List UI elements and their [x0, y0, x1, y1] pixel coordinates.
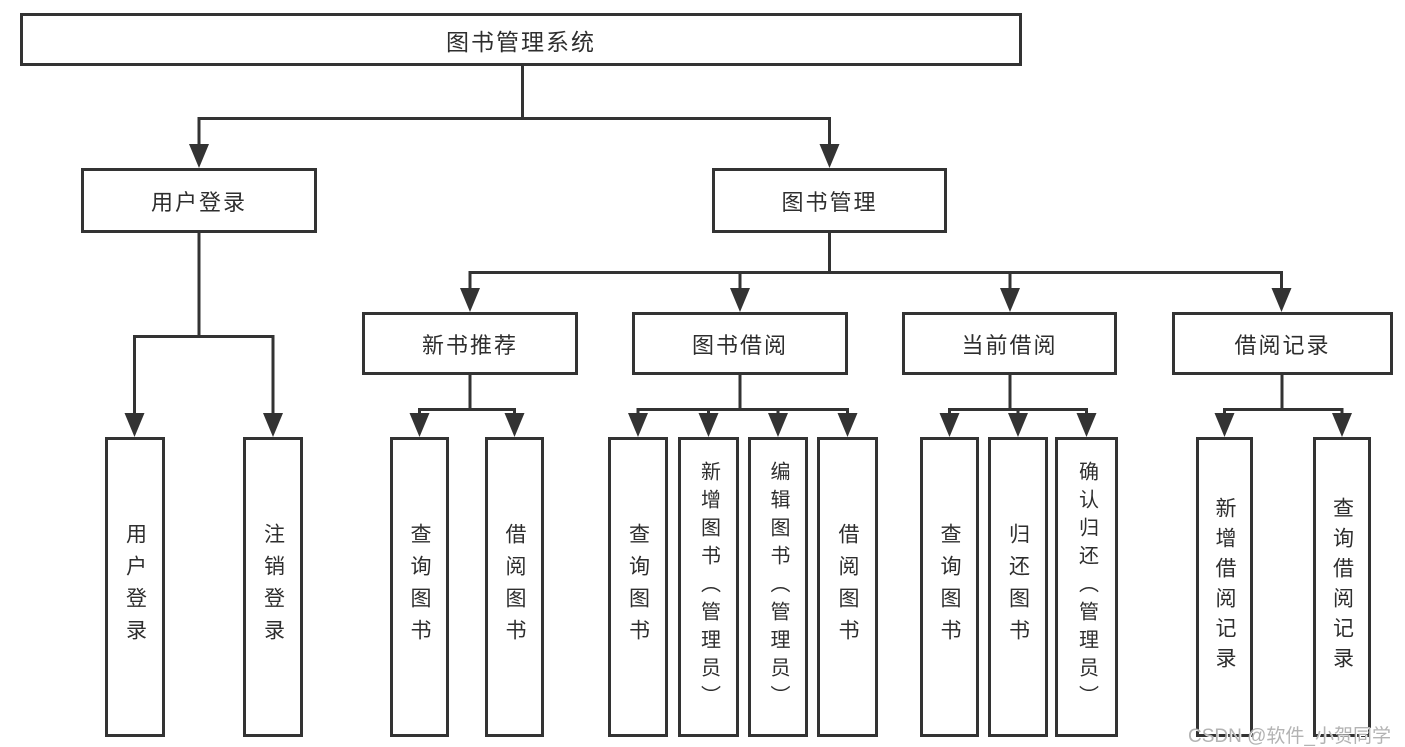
node-label: 用户登录 — [150, 189, 247, 215]
leaf-logout: 注销登录 — [243, 437, 303, 737]
arrow-down-icon — [698, 413, 719, 437]
arrow-down-icon — [768, 413, 788, 437]
arrow-down-icon — [1271, 288, 1292, 312]
leaf-label: 确认归还（管理员） — [1075, 461, 1098, 713]
node-book-management: 图书管理 — [712, 168, 947, 233]
arrow-down-icon — [409, 413, 430, 437]
arrow-down-icon — [1332, 413, 1352, 437]
leaf-borrow-books-recommend: 借阅图书 — [485, 437, 544, 737]
node-book-borrowing: 图书借阅 — [632, 312, 848, 375]
leaf-query-books-current: 查询图书 — [920, 437, 979, 737]
arrow-down-icon — [263, 413, 283, 437]
leaf-label: 借阅图书 — [836, 523, 859, 651]
leaf-edit-book-admin: 编辑图书（管理员） — [748, 437, 808, 737]
leaf-label: 查询图书 — [626, 523, 650, 651]
node-label: 图书管理 — [781, 189, 878, 215]
leaf-query-books-borrowing: 查询图书 — [608, 437, 668, 737]
arrow-down-icon — [819, 144, 840, 168]
node-label: 当前借阅 — [961, 332, 1058, 358]
leaf-add-book-admin: 新增图书（管理员） — [678, 437, 739, 737]
node-current-borrowing: 当前借阅 — [902, 312, 1117, 375]
csdn-watermark: CSDN @软件_小贺同学 — [1188, 726, 1391, 747]
node-borrowing-records: 借阅记录 — [1172, 312, 1393, 375]
leaf-label: 编辑图书（管理员） — [767, 461, 789, 713]
arrow-down-icon — [1214, 413, 1235, 437]
node-label: 新书推荐 — [421, 332, 518, 358]
leaf-label: 注销登录 — [261, 523, 285, 651]
node-library-management-system: 图书管理系统 — [20, 13, 1022, 66]
leaf-label: 归还图书 — [1006, 523, 1030, 651]
arrow-down-icon — [628, 413, 648, 437]
arrow-down-icon — [1076, 413, 1097, 437]
arrow-down-icon — [124, 413, 145, 437]
leaf-label: 用户登录 — [123, 523, 147, 651]
leaf-label: 借阅图书 — [503, 523, 526, 651]
leaf-label: 查询图书 — [408, 523, 431, 651]
arrow-down-icon — [939, 413, 960, 437]
arrow-down-icon — [1000, 288, 1020, 312]
leaf-label: 查询借阅记录 — [1330, 497, 1354, 677]
leaf-query-books-recommend: 查询图书 — [390, 437, 449, 737]
node-user-login: 用户登录 — [81, 168, 317, 233]
leaf-label: 新增借阅记录 — [1213, 497, 1236, 677]
node-label: 图书借阅 — [691, 332, 788, 358]
node-label: 借阅记录 — [1234, 332, 1331, 358]
node-label: 图书管理系统 — [446, 28, 596, 55]
arrow-down-icon — [460, 288, 480, 312]
leaf-label: 查询图书 — [938, 523, 961, 651]
arrow-down-icon — [504, 413, 525, 437]
leaf-return-book: 归还图书 — [988, 437, 1048, 737]
leaf-borrow-books: 借阅图书 — [817, 437, 878, 737]
leaf-add-borrow-record: 新增借阅记录 — [1196, 437, 1253, 737]
arrow-down-icon — [189, 144, 209, 168]
arrow-down-icon — [1008, 413, 1028, 437]
arrow-down-icon — [837, 413, 858, 437]
node-new-book-recommend: 新书推荐 — [362, 312, 578, 375]
leaf-query-borrow-record: 查询借阅记录 — [1313, 437, 1371, 737]
leaf-label: 新增图书（管理员） — [697, 461, 720, 713]
leaf-confirm-return-admin: 确认归还（管理员） — [1055, 437, 1118, 737]
leaf-user-login: 用户登录 — [105, 437, 165, 737]
arrow-down-icon — [730, 288, 750, 312]
arrowheads — [124, 144, 1352, 437]
